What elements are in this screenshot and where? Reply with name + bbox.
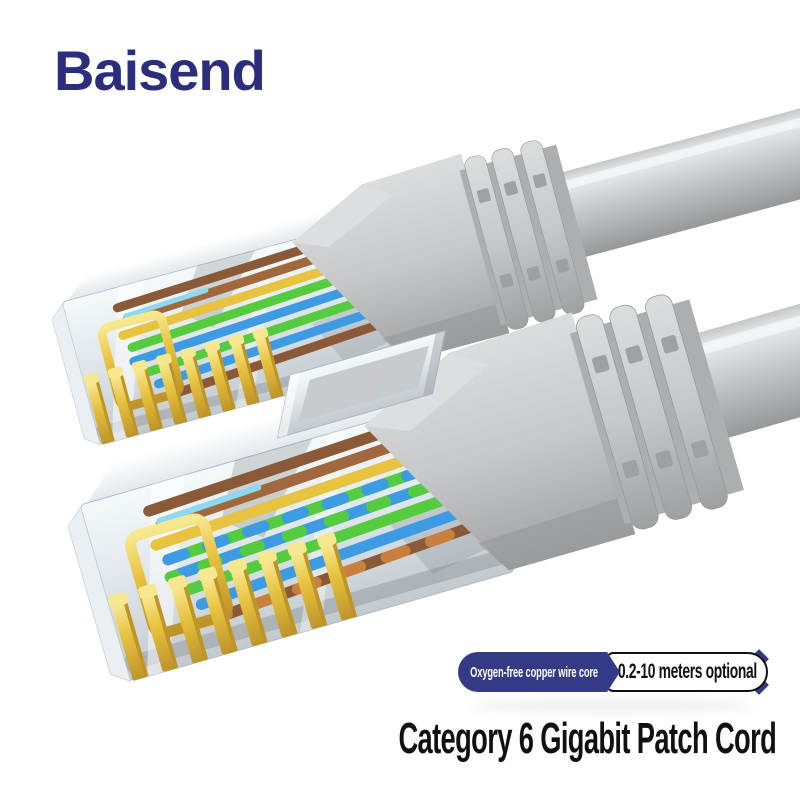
cable xyxy=(547,66,800,260)
feature-badges: 0.2-10 meters optional Oxygen-free coppe… xyxy=(458,649,769,695)
brand-logo: Baisend xyxy=(54,39,266,102)
product-title: Category 6 Gigabit Patch Cord xyxy=(398,714,776,763)
wire-lightblue xyxy=(156,484,262,525)
badge-shadow xyxy=(472,700,752,712)
wire-twist xyxy=(210,508,514,624)
latch-block xyxy=(276,329,447,439)
housing-front-face xyxy=(67,506,132,683)
badge-length-label: 0.2-10 meters optional xyxy=(617,660,757,683)
wire-brown xyxy=(165,310,412,400)
badge-copper-label: Oxygen-free copper wire core xyxy=(470,663,598,681)
wire-twist xyxy=(162,441,495,566)
housing-front-face xyxy=(51,303,101,446)
badge-length: 0.2-10 meters optional xyxy=(606,652,768,692)
wire-lightblue xyxy=(123,287,209,319)
badge-copper: Oxygen-free copper wire core xyxy=(458,652,620,692)
rj45-connector-bottom xyxy=(67,194,800,683)
rj45-connector-top xyxy=(51,66,800,446)
housing-top-face xyxy=(67,193,390,301)
wire-twist xyxy=(164,458,500,583)
